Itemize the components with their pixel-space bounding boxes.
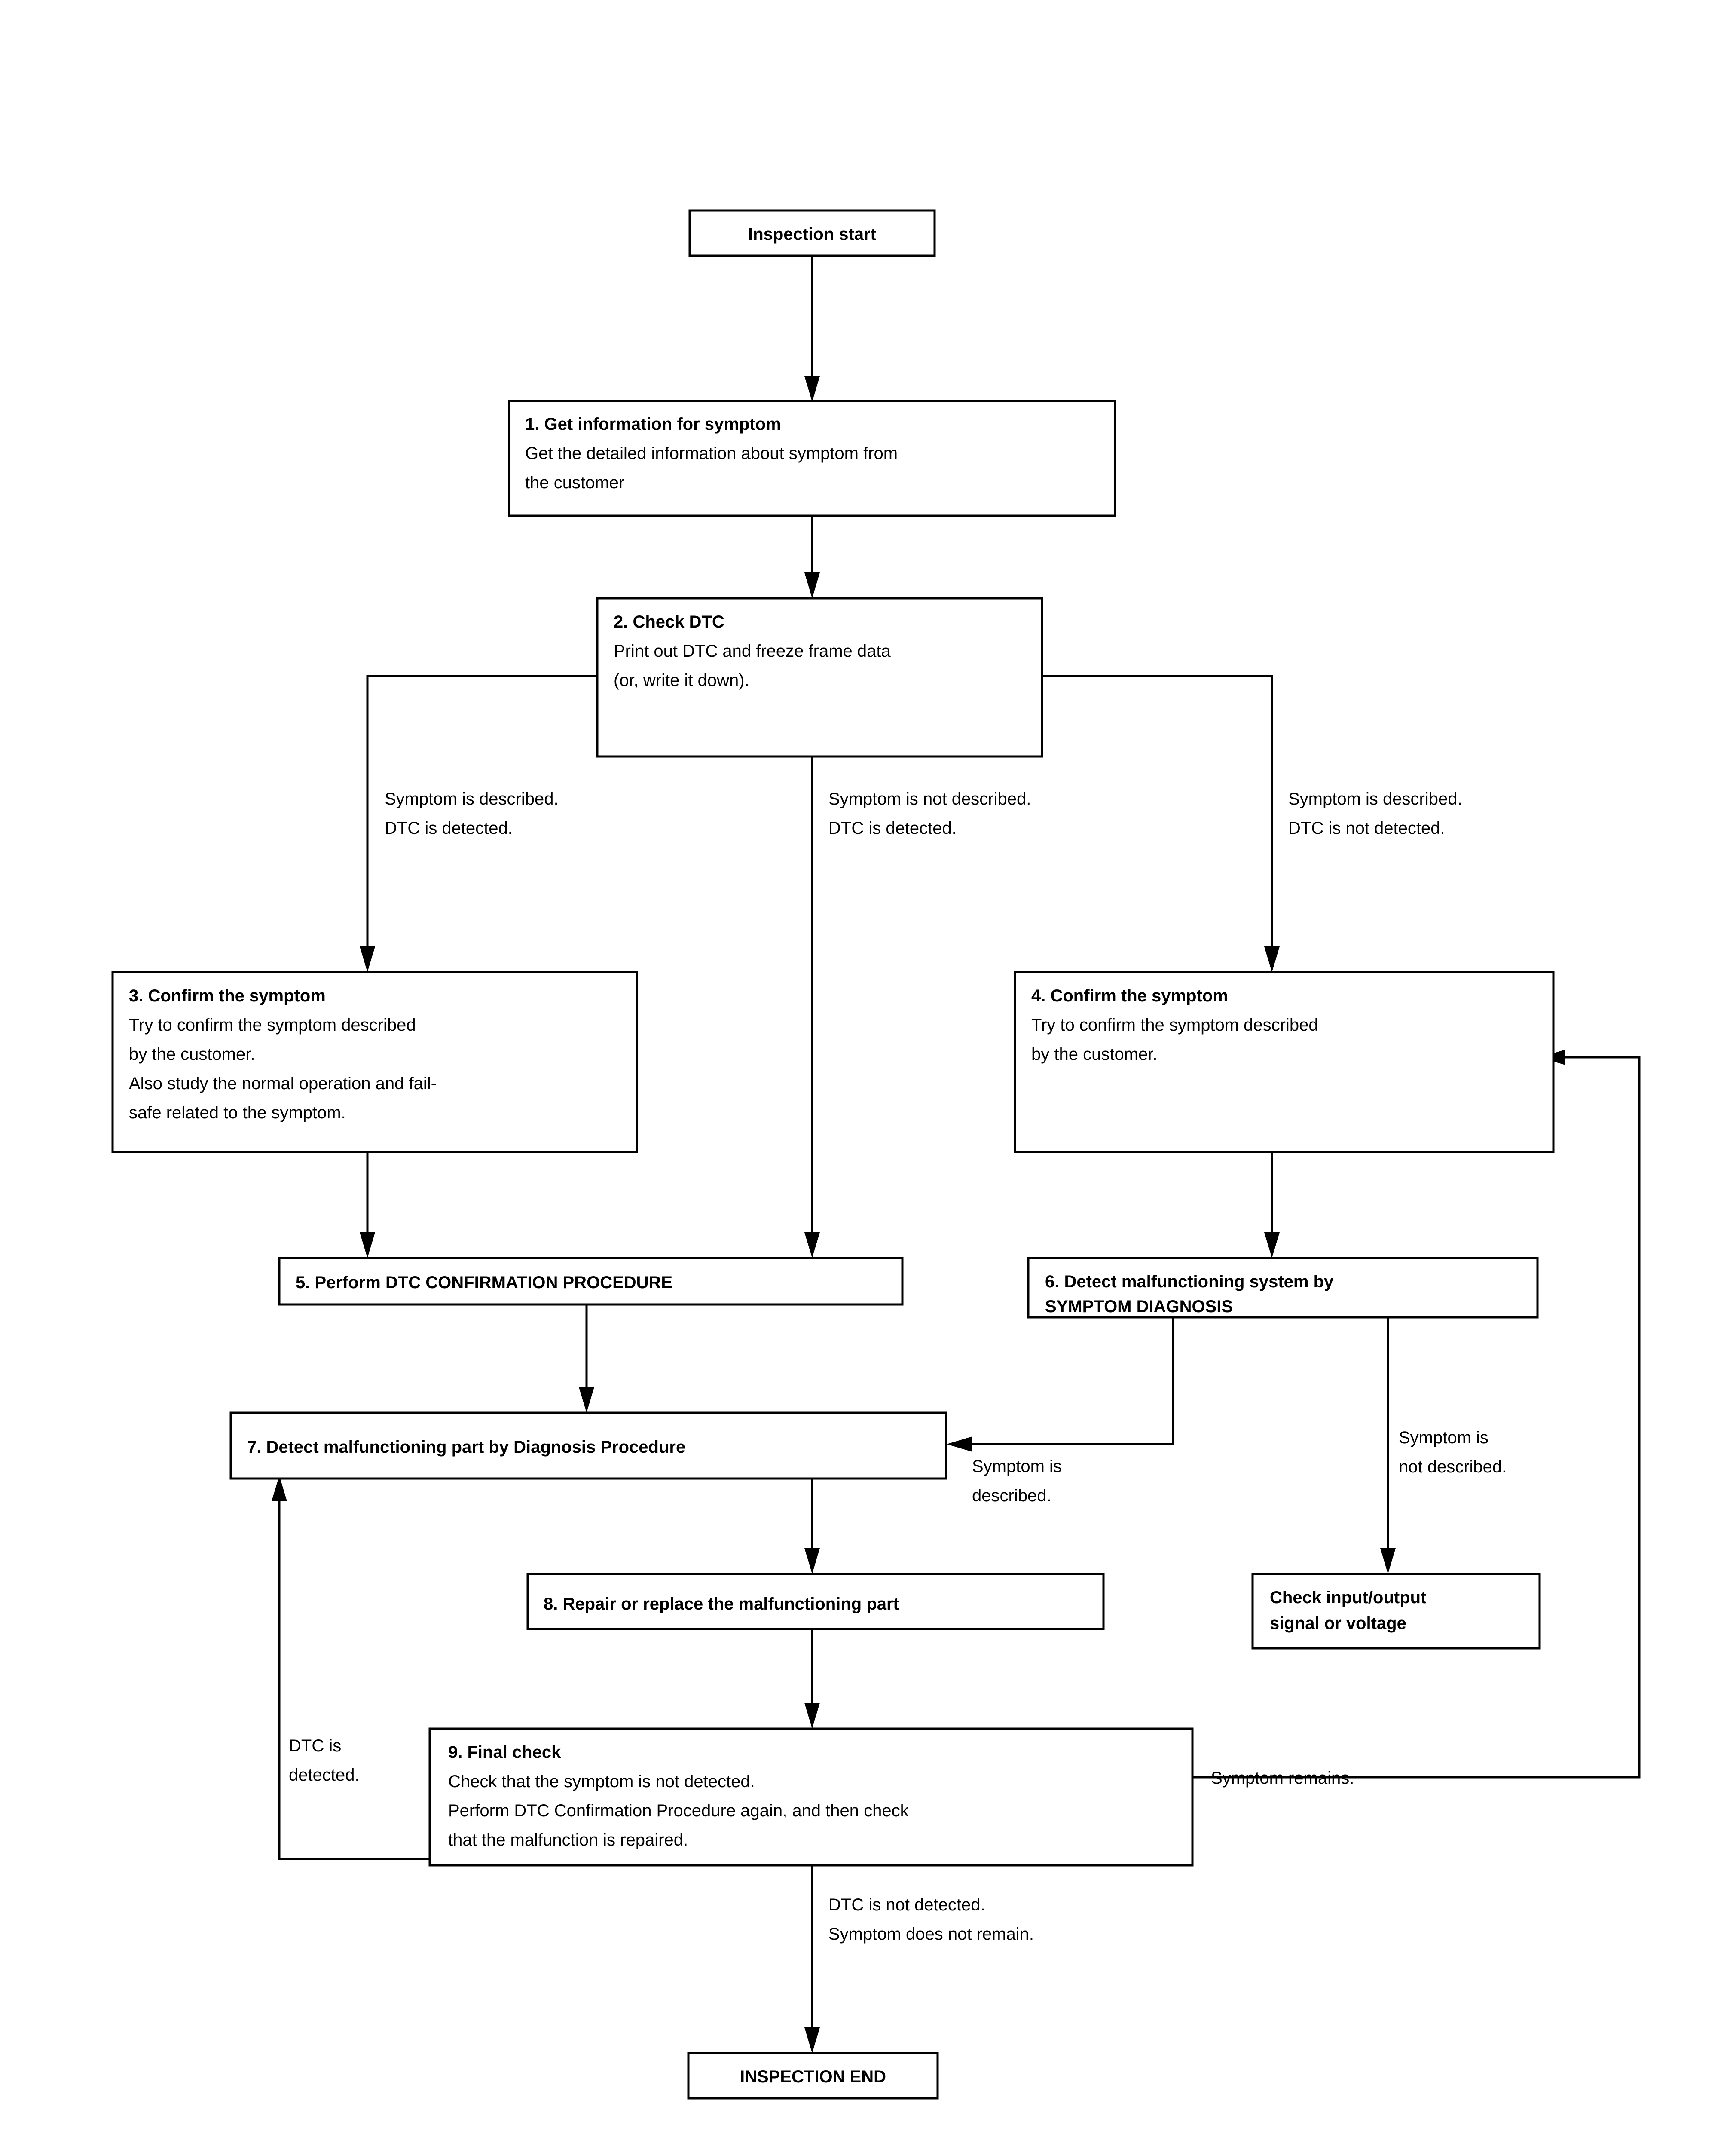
- edge-step9-to-end: [804, 1865, 820, 2053]
- node-step5[interactable]: 5. Perform DTC CONFIRMATION PROCEDURE: [278, 1257, 904, 1306]
- label-branch-right: Symptom is described. DTC is not detecte…: [1288, 790, 1462, 838]
- node-step3-line-3: Also study the normal operation and fail…: [129, 1074, 437, 1093]
- node-step3-line-1: Try to confirm the symptom described: [129, 1016, 416, 1035]
- label-symptom-remains-line-1: Symptom remains.: [1211, 1769, 1354, 1788]
- label-symptom-remains: Symptom remains.: [1211, 1769, 1354, 1788]
- node-step5-title: 5. Perform DTC CONFIRMATION PROCEDURE: [296, 1273, 672, 1292]
- node-step3[interactable]: 3. Confirm the symptom Try to confirm th…: [111, 971, 638, 1153]
- node-step8[interactable]: 8. Repair or replace the malfunctioning …: [526, 1573, 1105, 1630]
- label-branch-left-line-1: Symptom is described.: [385, 790, 559, 808]
- label-branch-middle: Symptom is not described. DTC is detecte…: [828, 790, 1031, 838]
- edge-step9-to-step4-loop: [1192, 1050, 1641, 1779]
- edge-step6-to-check-io: [1380, 1317, 1396, 1574]
- label-branch-left: Symptom is described. DTC is detected.: [385, 790, 559, 838]
- node-step4[interactable]: 4. Confirm the symptom Try to confirm th…: [1014, 971, 1555, 1153]
- node-step1[interactable]: 1. Get information for symptom Get the d…: [508, 400, 1116, 517]
- node-inspection-end-title: INSPECTION END: [740, 2067, 886, 2086]
- node-step3-line-2: by the customer.: [129, 1045, 255, 1064]
- node-step2-line-1: Print out DTC and freeze frame data: [614, 642, 891, 661]
- label-dtc-detected-line-2: detected.: [289, 1766, 360, 1785]
- label-branch-left-line-2: DTC is detected.: [385, 819, 513, 838]
- node-step4-title: 4. Confirm the symptom: [1031, 986, 1228, 1005]
- node-step1-title: 1. Get information for symptom: [525, 415, 781, 434]
- node-step3-title: 3. Confirm the symptom: [129, 986, 326, 1005]
- node-step7-title: 7. Detect malfunctioning part by Diagnos…: [247, 1438, 685, 1457]
- edge-step2-to-step4: [1042, 675, 1280, 972]
- label-symptom-not-described-line-2: not described.: [1399, 1457, 1507, 1476]
- label-symptom-described-line-1: Symptom is: [972, 1457, 1062, 1476]
- edge-step5-to-step7: [579, 1304, 594, 1413]
- label-final-ok: DTC is not detected. Symptom does not re…: [828, 1895, 1034, 1944]
- node-step4-line-1: Try to confirm the symptom described: [1031, 1016, 1318, 1035]
- node-step9-title: 9. Final check: [448, 1743, 561, 1762]
- label-symptom-not-described-line-1: Symptom is: [1399, 1428, 1488, 1447]
- node-step2-title: 2. Check DTC: [614, 612, 724, 631]
- label-symptom-described-line-2: described.: [972, 1486, 1051, 1505]
- label-final-ok-line-1: DTC is not detected.: [828, 1895, 985, 1914]
- label-branch-middle-line-2: DTC is detected.: [828, 819, 957, 838]
- label-symptom-not-described: Symptom is not described.: [1399, 1428, 1507, 1476]
- edge-step1-to-step2: [804, 516, 820, 598]
- node-step8-title: 8. Repair or replace the malfunctioning …: [544, 1595, 899, 1613]
- edge-start-to-step1: [804, 256, 820, 402]
- node-step1-line-1: Get the detailed information about sympt…: [525, 444, 898, 463]
- edge-step3-to-step5: [360, 1152, 375, 1258]
- node-step7[interactable]: 7. Detect malfunctioning part by Diagnos…: [229, 1411, 947, 1480]
- node-step6[interactable]: 6. Detect malfunctioning system by SYMPT…: [1027, 1257, 1539, 1319]
- node-step9[interactable]: 9. Final check Check that the symptom is…: [428, 1727, 1194, 1867]
- edge-step4-to-step6: [1264, 1152, 1280, 1258]
- node-step6-title-line-2: SYMPTOM DIAGNOSIS: [1045, 1297, 1233, 1316]
- label-symptom-described: Symptom is described.: [972, 1457, 1062, 1505]
- edge-step9-to-step7-loop: [272, 1476, 430, 1860]
- node-step4-line-2: by the customer.: [1031, 1045, 1157, 1064]
- node-check-io-title-line-1: Check input/output: [1270, 1588, 1426, 1607]
- node-step2[interactable]: 2. Check DTC Print out DTC and freeze fr…: [596, 597, 1043, 758]
- edge-step6-to-step7: [947, 1317, 1174, 1452]
- node-step1-line-2: the customer: [525, 473, 624, 492]
- label-branch-right-line-1: Symptom is described.: [1288, 790, 1462, 808]
- label-dtc-detected-line-1: DTC is: [289, 1736, 341, 1755]
- node-inspection-end[interactable]: INSPECTION END: [687, 2052, 939, 2100]
- node-step9-line-1: Check that the symptom is not detected.: [448, 1772, 755, 1791]
- label-branch-middle-line-1: Symptom is not described.: [828, 790, 1031, 808]
- node-inspection-start[interactable]: Inspection start: [688, 209, 936, 257]
- label-branch-right-line-2: DTC is not detected.: [1288, 819, 1445, 838]
- node-check-io[interactable]: Check input/output signal or voltage: [1251, 1573, 1541, 1650]
- edge-step7-to-step8: [804, 1479, 820, 1574]
- node-inspection-start-title: Inspection start: [748, 225, 876, 244]
- node-step2-line-2: (or, write it down).: [614, 671, 749, 690]
- node-step9-line-3: that the malfunction is repaired.: [448, 1831, 688, 1849]
- label-dtc-detected: DTC is detected.: [289, 1736, 360, 1785]
- node-step3-line-4: safe related to the symptom.: [129, 1103, 346, 1122]
- edge-step8-to-step9: [804, 1629, 820, 1729]
- label-final-ok-line-2: Symptom does not remain.: [828, 1925, 1034, 1944]
- edge-step2-to-step3: [360, 675, 597, 972]
- node-step6-title-line-1: 6. Detect malfunctioning system by: [1045, 1272, 1334, 1291]
- node-check-io-title-line-2: signal or voltage: [1270, 1614, 1406, 1633]
- edge-step2-to-step5: [804, 756, 820, 1258]
- node-step9-line-2: Perform DTC Confirmation Procedure again…: [448, 1801, 909, 1820]
